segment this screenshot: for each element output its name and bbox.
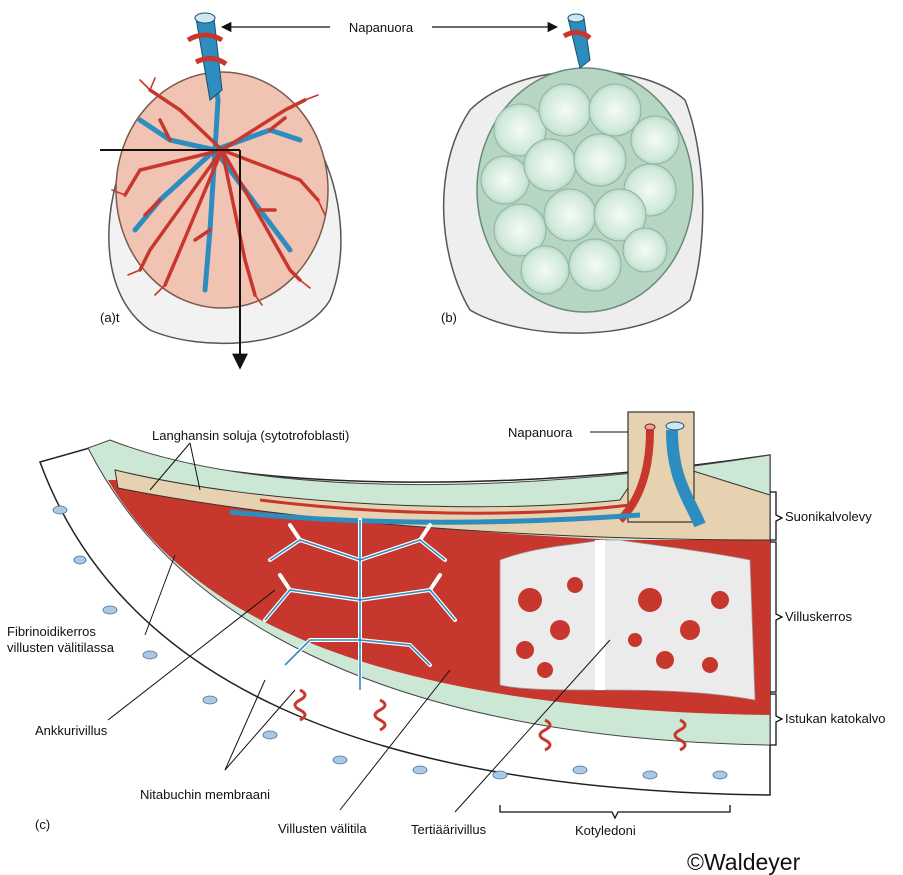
label-fibrinoidi-line2: villusten välitilassa xyxy=(7,640,115,655)
napanuora-top-callout: Napanuora xyxy=(222,20,557,35)
label-napanuora-c: Napanuora xyxy=(508,425,573,440)
umbilical-cord-c xyxy=(628,412,694,522)
label-tertiaarivillus: Tertiäärivillus xyxy=(411,822,487,837)
panel-label-c: (c) xyxy=(35,817,50,832)
panel-label-a: (a)t xyxy=(100,310,120,325)
label-villuskerros: Villuskerros xyxy=(785,609,852,624)
label-fibrinoidi-line1: Fibrinoidikerros xyxy=(7,624,96,639)
panel-b-placenta-maternal-side: (b) xyxy=(441,14,703,333)
label-ankkurivillus: Ankkurivillus xyxy=(35,723,108,738)
bracket-istukan-katokalvo xyxy=(770,694,782,745)
label-langhans: Langhansin soluja (sytotrofoblasti) xyxy=(152,428,349,443)
label-istukan-katokalvo: Istukan katokalvo xyxy=(785,711,885,726)
label-napanuora-top: Napanuora xyxy=(349,20,414,35)
placental-disc-a xyxy=(116,72,328,308)
cotyledon-villi xyxy=(500,540,755,700)
cord-artery-lumen xyxy=(645,424,655,430)
label-suonikalvolevy: Suonikalvolevy xyxy=(785,509,872,524)
panel-label-b: (b) xyxy=(441,310,457,325)
bracket-kotyledoni xyxy=(500,805,730,818)
label-kotyledoni: Kotyledoni xyxy=(575,823,636,838)
umbilical-cord-b xyxy=(564,14,590,68)
label-villusten-valitila: Villusten välitila xyxy=(278,821,367,836)
panel-c-cross-section: Langhansin soluja (sytotrofoblasti) Napa… xyxy=(7,412,885,838)
panel-a-placenta-fetal-side: (a)t xyxy=(100,13,341,368)
copyright-text: ©Waldeyer xyxy=(687,849,801,875)
bracket-suonikalvolevy xyxy=(770,492,782,540)
cord-vein-lumen xyxy=(666,422,684,430)
label-nitabuch: Nitabuchin membraani xyxy=(140,787,270,802)
bracket-villuskerros xyxy=(770,542,782,692)
